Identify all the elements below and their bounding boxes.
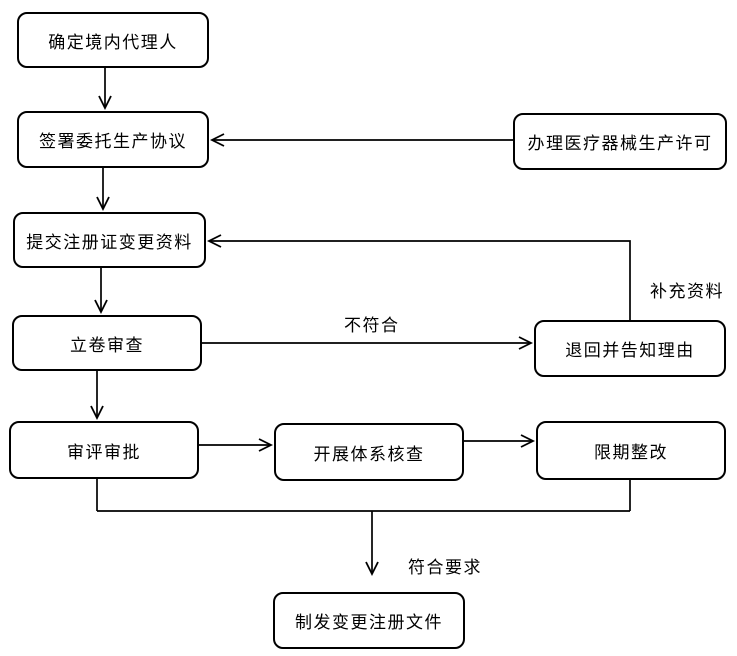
node-review-approval: 审评审批 xyxy=(9,421,199,479)
edge-return-to-submit xyxy=(206,234,631,320)
edge-label-meets-requirements: 符合要求 xyxy=(408,553,482,578)
node-sign-agreement: 签署委托生产协议 xyxy=(17,111,209,168)
edge-label-supplement-materials: 补充资料 xyxy=(650,277,724,302)
node-return-reasons: 退回并告知理由 xyxy=(534,320,726,377)
edge-label-not-conforming: 不符合 xyxy=(344,311,400,336)
node-submit-materials: 提交注册证变更资料 xyxy=(13,212,206,268)
node-production-license: 办理医疗器械生产许可 xyxy=(513,113,727,170)
node-system-check: 开展体系核查 xyxy=(274,423,464,481)
node-issue-documents: 制发变更注册文件 xyxy=(273,592,465,649)
node-rectification: 限期整改 xyxy=(536,421,726,480)
node-determine-agent: 确定境内代理人 xyxy=(17,12,209,68)
node-filing-review: 立卷审查 xyxy=(12,315,202,371)
